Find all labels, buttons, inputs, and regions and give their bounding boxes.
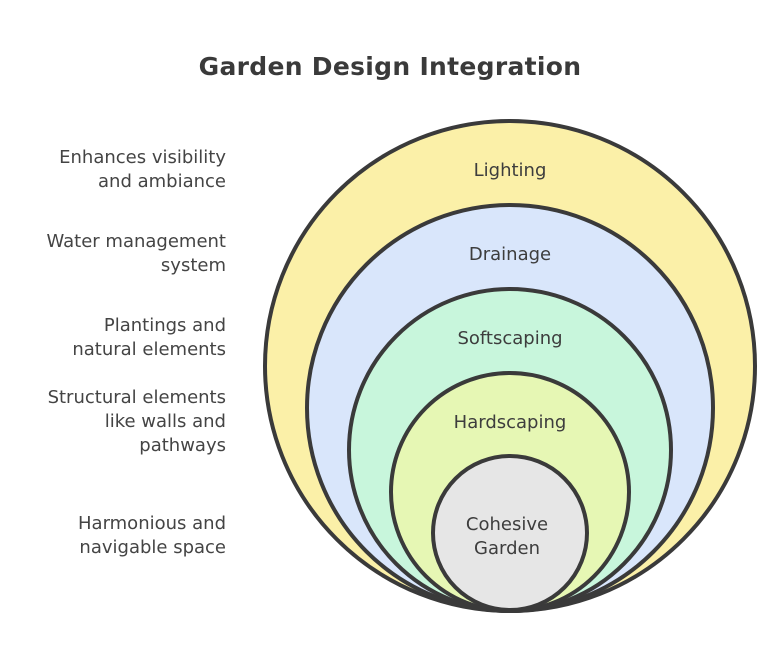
drainage-description: Water management system <box>46 231 226 276</box>
cohesive-garden-label-line-1: Cohesive <box>466 514 548 535</box>
drainage-label: Drainage <box>469 244 551 265</box>
cohesive-garden-label-line-2: Garden <box>474 538 540 559</box>
lighting-description: Enhances visibility and ambiance <box>59 147 226 192</box>
softscaping-label: Softscaping <box>457 328 562 349</box>
cohesive-garden-description: Harmonious and navigable space <box>78 513 226 558</box>
softscaping-description: Plantings and natural elements <box>72 315 226 360</box>
lighting-label: Lighting <box>474 160 547 181</box>
diagram-title: Garden Design Integration <box>198 52 582 81</box>
layer-cohesive-garden: Cohesive Garden <box>431 454 589 612</box>
hardscaping-label: Hardscaping <box>454 412 567 433</box>
cohesive-garden-circle <box>431 454 589 612</box>
hardscaping-description: Structural elements like walls and pathw… <box>47 387 226 456</box>
